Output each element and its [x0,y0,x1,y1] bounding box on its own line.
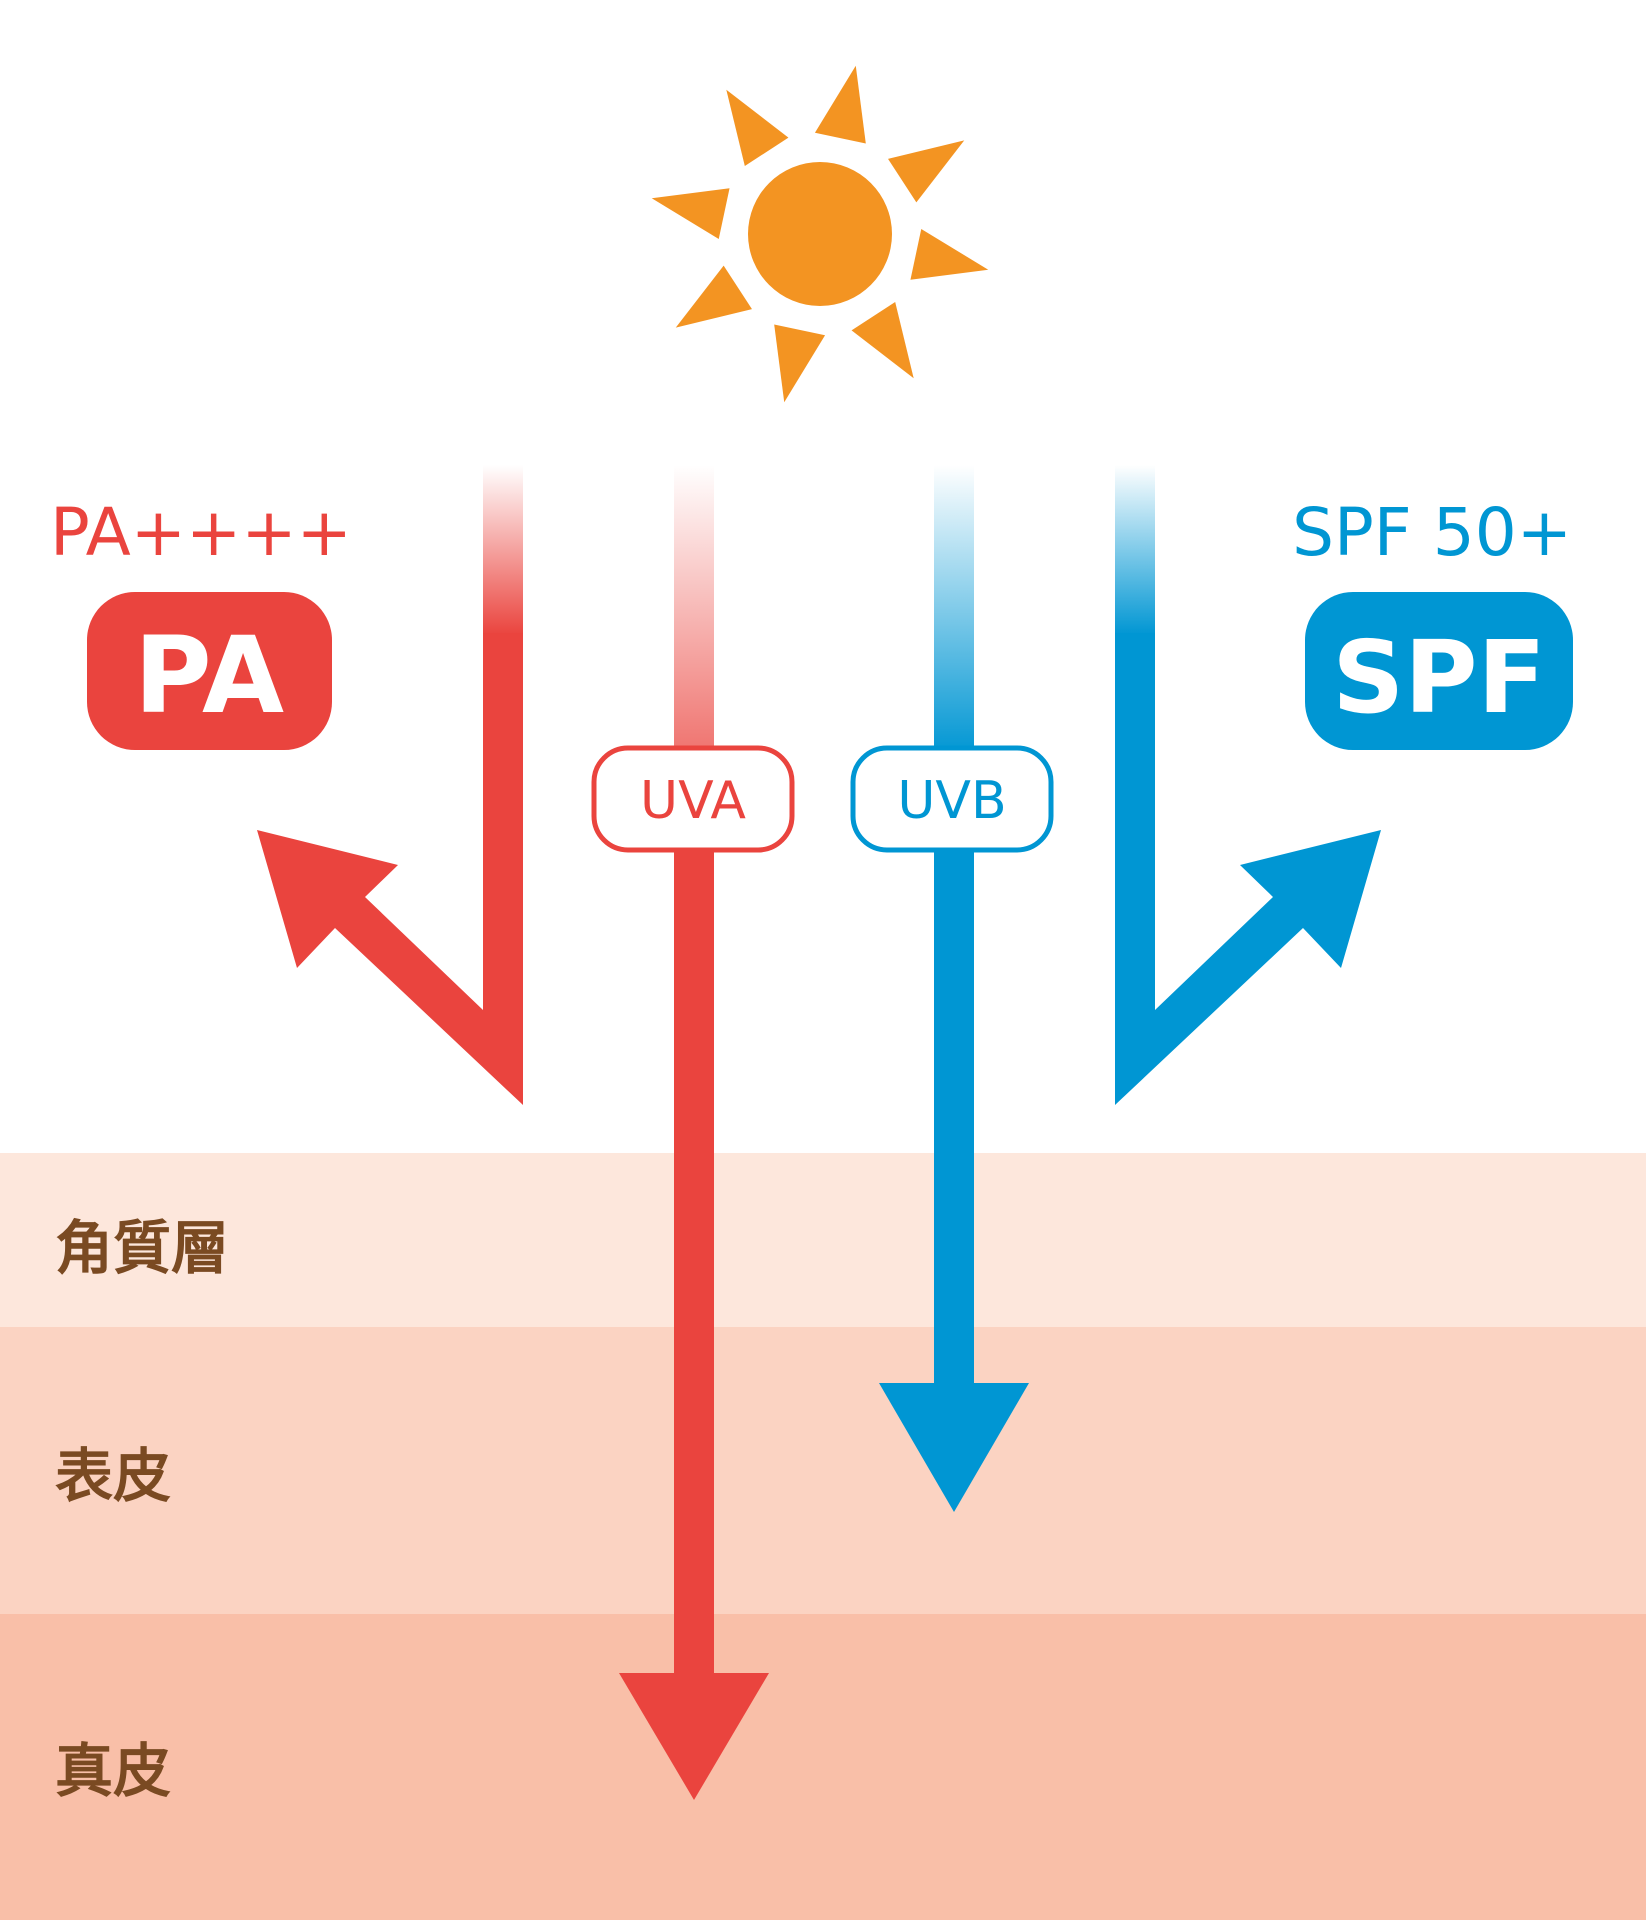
uva-tag-label: UVA [640,771,746,831]
uva-tag: UVA [591,745,795,853]
epidermis-layer [0,1327,1646,1614]
sun-ray [910,228,989,280]
pa-section: PA++++ PA [50,494,352,750]
uva-reflected-arrow [257,465,523,1105]
sun-ray [651,188,730,240]
spf-badge-label: SPF [1332,619,1546,736]
skin-layers: 角質層 表皮 真皮 [0,1153,1646,1920]
sun-ray [888,140,965,203]
epidermis-label: 表皮 [55,1442,171,1510]
spf-section: SPF 50+ SPF [1292,494,1573,750]
dermis-layer [0,1614,1646,1920]
uvb-penetrating-arrow [879,465,1029,1512]
uvb-reflected-arrow [1115,465,1381,1105]
pa-badge-label: PA [134,614,284,737]
uvb-tag: UVB [850,745,1054,853]
sun-ray [726,89,789,166]
sun-icon [651,65,989,403]
sun-ray [774,324,826,403]
pa-rating-text: PA++++ [50,494,352,571]
spf-rating-text: SPF 50+ [1292,494,1572,571]
sun-ray [814,65,866,144]
spf-badge [1305,592,1573,750]
sun-ray [675,265,752,328]
stratum-corneum-layer [0,1153,1646,1327]
uvb-tag-label: UVB [897,771,1006,831]
sun-ray [851,302,914,379]
stratum-corneum-label: 角質層 [55,1214,229,1282]
pa-badge [87,592,332,750]
uva-penetrating-arrow [619,465,769,1800]
dermis-label: 真皮 [55,1737,171,1805]
